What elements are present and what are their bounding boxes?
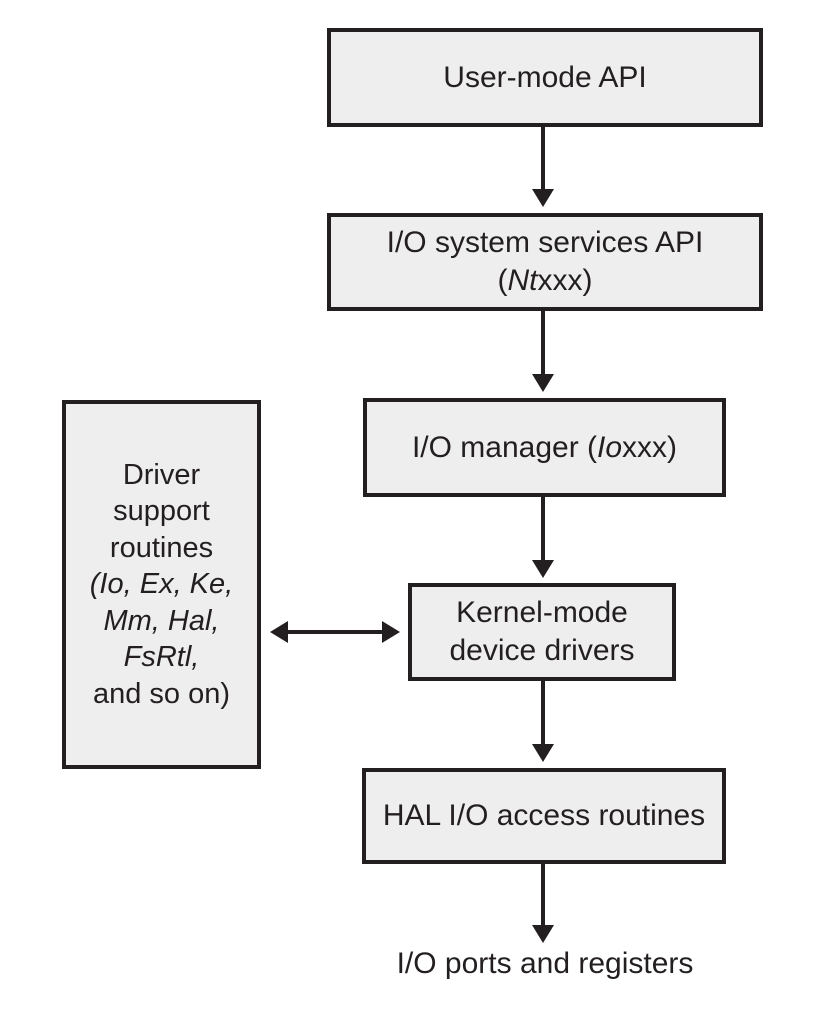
box-kernel-mode-drivers-label: Kernel-mode device drivers (449, 594, 634, 670)
box-kernel-mode-drivers: Kernel-mode device drivers (408, 583, 676, 681)
arrow-support-drivers-bidirectional (270, 621, 400, 643)
box-io-manager: I/O manager (Ioxxx) (363, 398, 726, 497)
box-driver-support-routines-label: Driver support routines (Io, Ex, Ke, Mm,… (90, 457, 233, 713)
arrow-stem (541, 863, 545, 927)
nt-prefix-italic: Nt (507, 264, 538, 297)
support-line4-italic: (Io, Ex, Ke, (89, 568, 234, 601)
arrow-stem (284, 630, 386, 634)
arrow-manager-to-drivers (532, 497, 554, 578)
arrow-stem (541, 126, 545, 191)
box-io-system-services-label: I/O system services API (Ntxxx) (387, 224, 704, 300)
kernel-line1: Kernel-mode (456, 596, 628, 629)
box-hal-io-access: HAL I/O access routines (362, 768, 726, 864)
box-user-mode-api-label: User-mode API (443, 60, 647, 94)
arrow-hal-to-ports (532, 863, 554, 943)
box-io-system-services-line1: I/O system services API (386, 226, 704, 259)
box-driver-support-routines: Driver support routines (Io, Ex, Ke, Mm,… (62, 400, 261, 769)
arrow-services-to-manager (532, 310, 554, 392)
arrow-down-head-icon (532, 189, 554, 207)
arrow-drivers-to-hal (532, 681, 554, 762)
arrow-stem (541, 681, 545, 746)
box-user-mode-api: User-mode API (327, 28, 763, 127)
arrow-down-head-icon (532, 560, 554, 578)
box-io-manager-label: I/O manager (Ioxxx) (412, 429, 677, 467)
box-io-system-services-line2: (Ntxxx) (387, 262, 704, 300)
xxx-suffix: xxx) (537, 264, 593, 297)
arrow-user-to-services (532, 126, 554, 207)
paren-open: ( (497, 264, 508, 297)
support-line7: and so on) (92, 677, 231, 710)
arrow-down-head-icon (532, 744, 554, 762)
arrow-right-head-icon (382, 621, 400, 643)
io-manager-suffix: xxx) (622, 430, 678, 464)
kernel-line2: device drivers (449, 634, 635, 667)
io-manager-prefix: I/O manager ( (411, 430, 598, 464)
arrow-left-head-icon (270, 621, 288, 643)
support-line5-italic: Mm, Hal, (103, 604, 220, 637)
support-line6-italic: FsRtl, (123, 641, 200, 674)
box-hal-io-access-label: HAL I/O access routines (382, 799, 706, 832)
support-line1: Driver (122, 458, 201, 491)
io-prefix-italic: Io (597, 430, 623, 464)
arrow-stem (541, 497, 545, 562)
arrow-stem (541, 310, 545, 376)
support-line2: support (113, 495, 210, 528)
arrow-down-head-icon (532, 374, 554, 392)
label-io-ports-and-registers: I/O ports and registers (396, 947, 694, 980)
box-io-system-services: I/O system services API (Ntxxx) (327, 213, 763, 311)
arrow-down-head-icon (532, 925, 554, 943)
support-line3: routines (109, 531, 214, 564)
